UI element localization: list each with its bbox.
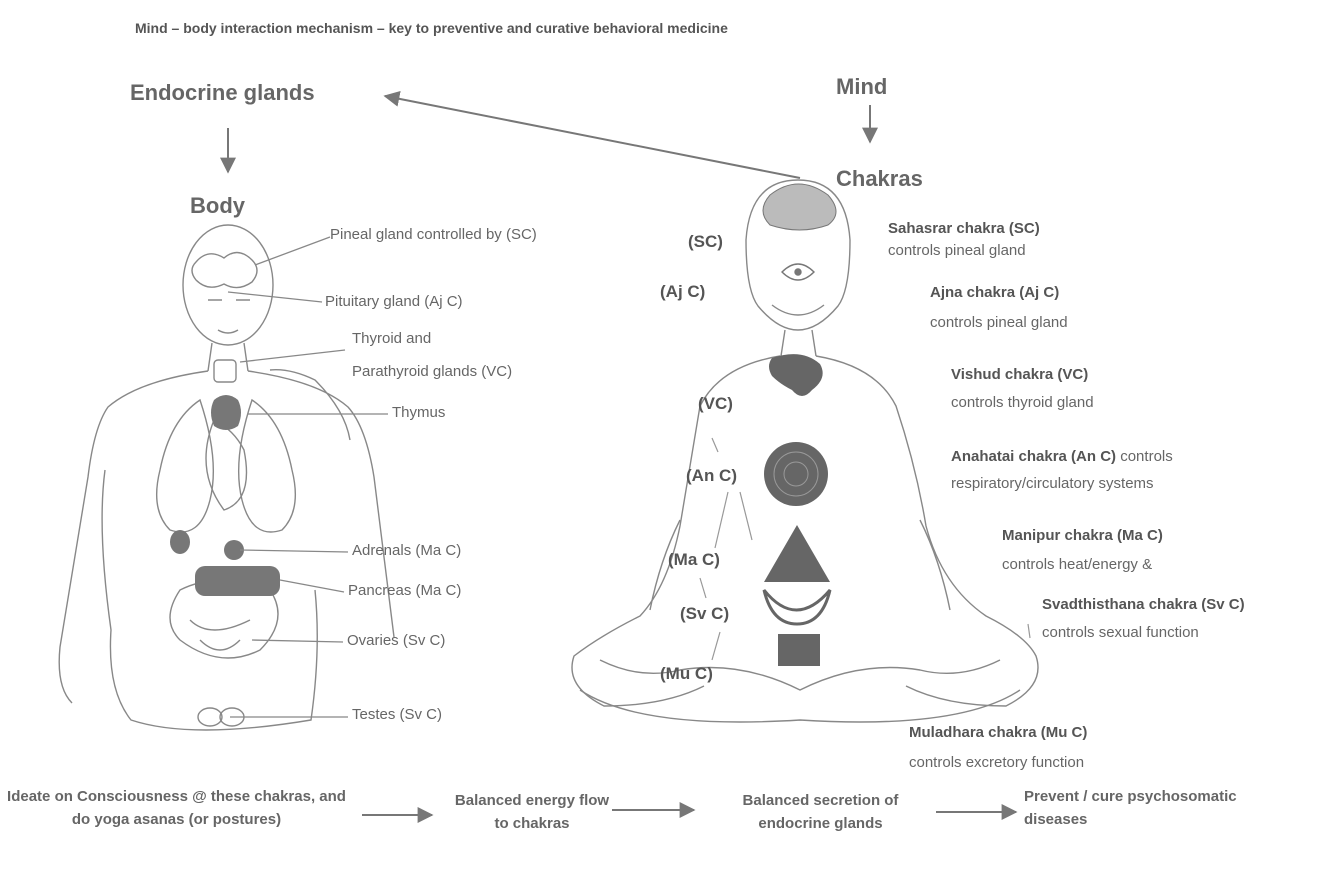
label-adrenals: Adrenals (Ma C) (352, 542, 461, 559)
chakra-desc: controls heat/energy & (1002, 554, 1163, 576)
label-pineal-gland: Pineal gland controlled by (SC) (330, 226, 537, 243)
chakra-name: Sahasrar chakra (SC) (888, 218, 1040, 240)
chakra-name: Muladhara chakra (Mu C) (909, 722, 1087, 744)
abbrev-sc: (SC) (688, 232, 723, 252)
heading-endocrine-glands: Endocrine glands (130, 80, 315, 106)
abbrev-anc: (An C) (686, 466, 737, 486)
manipur-triangle-icon (764, 525, 830, 582)
heading-body: Body (190, 193, 245, 219)
chakra-name: Manipur chakra (Ma C) (1002, 525, 1163, 547)
chakra-name: Vishud chakra (VC) (951, 364, 1094, 386)
chakra-name: Ajna chakra (Aj C) (930, 282, 1068, 304)
chakra-desc: controls thyroid gland (951, 392, 1094, 414)
chakra-desc: controls sexual function (1042, 622, 1245, 644)
arrow-chakras-to-endocrine (385, 96, 800, 178)
chakra-name: Svadthisthana chakra (Sv C) (1042, 594, 1245, 616)
chakra-manipur: Manipur chakra (Ma C) controls heat/ener… (1002, 525, 1163, 576)
chakra-anahata: Anahatai chakra (An C) controls respirat… (951, 446, 1173, 495)
abbrev-ajc: (Aj C) (660, 282, 705, 302)
diagram-title: Mind – body interaction mechanism – key … (135, 20, 728, 36)
label-testes: Testes (Sv C) (352, 706, 442, 723)
chakra-svadhisthana: Svadthisthana chakra (Sv C) controls sex… (1042, 594, 1245, 644)
label-thymus: Thymus (392, 404, 445, 421)
label-thyroid-line2: Parathyroid glands (VC) (352, 363, 512, 380)
chakra-desc: controls pineal gland (888, 240, 1040, 262)
flow-step-balanced-secretion: Balanced secretion of endocrine glands (708, 790, 933, 835)
flow-step-prevent-cure: Prevent / cure psychosomatic diseases (1024, 786, 1274, 831)
chakra-desc: controls excretory function (909, 752, 1087, 774)
abbrev-vc: (VC) (698, 394, 733, 414)
heading-chakras: Chakras (836, 166, 923, 192)
label-thyroid-line1: Thyroid and (352, 330, 431, 347)
abbrev-svc: (Sv C) (680, 604, 729, 624)
chakra-vishud: Vishud chakra (VC) controls thyroid glan… (951, 364, 1094, 414)
heading-mind: Mind (836, 74, 887, 100)
abbrev-mac: (Ma C) (668, 550, 720, 570)
crown-brain-icon (763, 184, 836, 230)
label-pancreas: Pancreas (Ma C) (348, 582, 461, 599)
chakra-name: Anahatai chakra (An C) (951, 448, 1116, 465)
flow-step-balanced-energy: Balanced energy flow to chakras (452, 790, 612, 835)
chakra-ajna: Ajna chakra (Aj C) controls pineal gland (930, 282, 1068, 334)
chakra-symbols (764, 354, 830, 666)
svadhisthana-crescent-icon (764, 590, 830, 624)
muladhara-square-icon (778, 634, 820, 666)
flow-step-ideate: Ideate on Consciousness @ these chakras,… (4, 786, 349, 831)
chakra-desc: respiratory/circulatory systems (951, 473, 1173, 495)
chakra-sahasrar: Sahasrar chakra (SC) controls pineal gla… (888, 218, 1040, 262)
chakra-desc-inline: controls (1120, 448, 1173, 465)
vishud-symbol-icon (769, 354, 823, 396)
label-pituitary-gland: Pituitary gland (Aj C) (325, 293, 463, 310)
chakra-muladhara: Muladhara chakra (Mu C) controls excreto… (909, 722, 1087, 774)
label-ovaries: Ovaries (Sv C) (347, 632, 445, 649)
ajna-eye-icon (782, 264, 814, 280)
abbrev-muc: (Mu C) (660, 664, 713, 684)
chakra-desc: controls pineal gland (930, 312, 1068, 334)
body-organs (170, 395, 280, 596)
